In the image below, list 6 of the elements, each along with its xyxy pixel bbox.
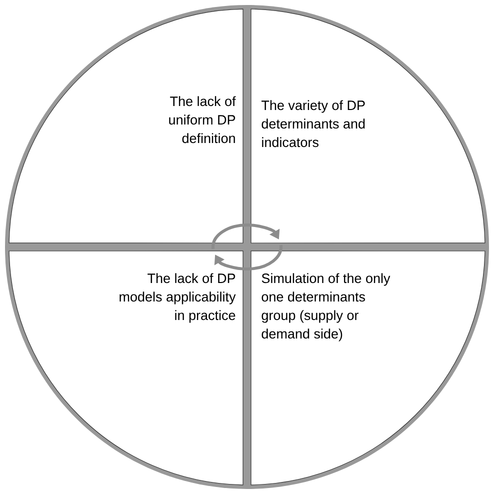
quadrant-sector: The lack of DP models applicability in practice <box>8 250 244 486</box>
cycle-arrow <box>214 245 282 270</box>
quadrant-sector: The variety of DP determinants and indicators <box>250 8 486 244</box>
cycle-arrow <box>212 224 280 249</box>
quadrant-sector: Simulation of the only one determinants group (supply or demand side) <box>250 250 486 486</box>
quadrant-sector: The lack of uniform DP definition <box>8 8 244 244</box>
